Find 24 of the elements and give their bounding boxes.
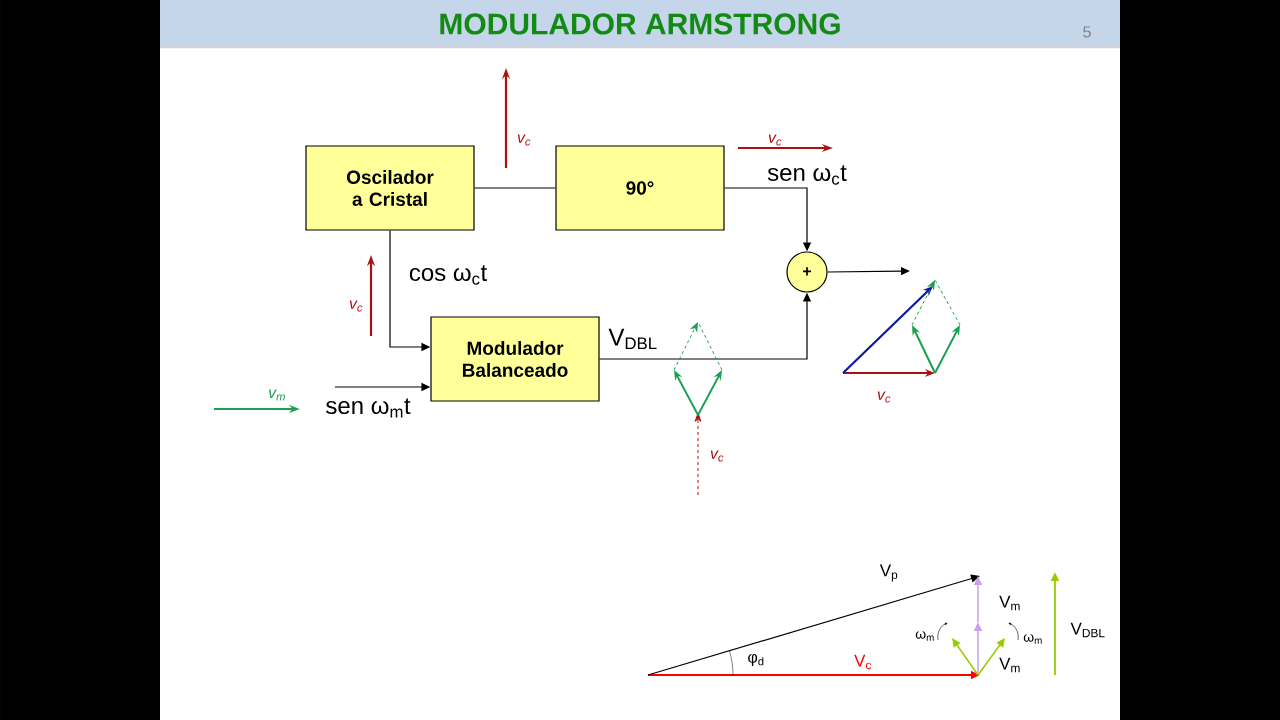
edge-label: sen ω$_{m}$t bbox=[324, 397, 412, 419]
vector-label: v$_{c}$ bbox=[768, 134, 782, 146]
edge-label: cos ω$_{c}$t bbox=[407, 264, 489, 286]
vector-label: v$_{c}$ bbox=[517, 134, 531, 146]
summing-junction: + bbox=[786, 251, 828, 293]
vector-label: v$_{c}$ bbox=[710, 450, 724, 462]
process-box: Oscilador a Cristal bbox=[305, 145, 475, 231]
vector-label: V$_{m}$ bbox=[999, 657, 1020, 673]
vector-label: ω$_{m}$ bbox=[1023, 634, 1042, 644]
vector-label: ω$_{m}$ bbox=[915, 631, 934, 641]
process-box: Modulador Balanceado bbox=[430, 316, 600, 402]
angle-label: φ$_{d}$ bbox=[748, 654, 764, 666]
vector-label: v$_{m}$ bbox=[268, 389, 285, 401]
edge-label: sen ω$_{c}$t bbox=[766, 164, 848, 186]
page-number: 5 bbox=[1083, 26, 1091, 38]
process-box: 90° bbox=[555, 145, 725, 231]
vector-label: V$_{m}$ bbox=[999, 595, 1020, 611]
title: MODULADOR ARMSTRONG bbox=[440, 13, 840, 35]
edge-label: V$_{DBL}$ bbox=[607, 327, 659, 351]
vector-label: v$_{c}$ bbox=[877, 391, 891, 403]
vector-label: V$_{c}$ bbox=[854, 654, 872, 670]
vector-label: V$_{DBL}$ bbox=[1070, 622, 1105, 638]
vector-label: V$_{p}$ bbox=[879, 564, 898, 582]
vector-label: v$_{c}$ bbox=[349, 300, 363, 312]
